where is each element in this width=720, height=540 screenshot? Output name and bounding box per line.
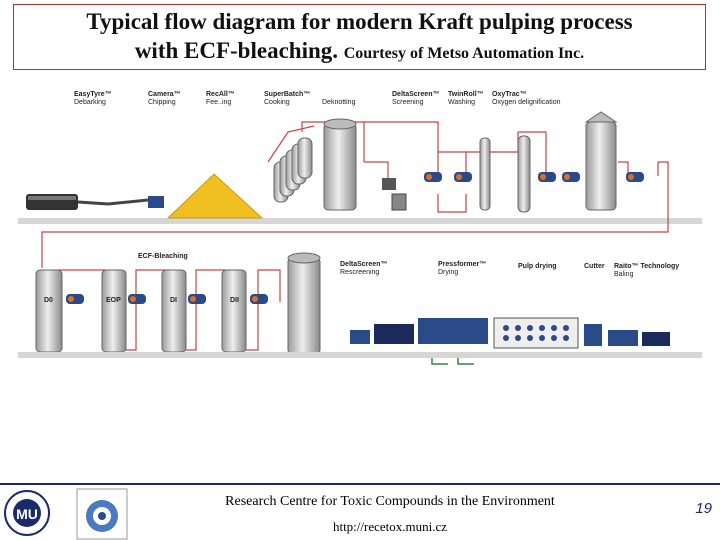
label-screening-sub: Screening	[392, 99, 424, 106]
label-cooking-name: SuperBatch™	[264, 91, 310, 98]
label-oxygen-name: OxyTrac™	[492, 91, 527, 98]
masaryk-university-logo: MU	[4, 490, 50, 536]
label-washing-sub: Washing	[448, 99, 475, 106]
svg-text:MU: MU	[16, 506, 38, 522]
batch-digesters	[273, 137, 313, 203]
top-floor	[18, 218, 702, 224]
title-main: with ECF-bleaching.	[134, 38, 338, 63]
title-line2: with ECF-bleaching. Courtesy of Metso Au…	[14, 36, 705, 69]
stage-d0: D0	[44, 297, 53, 304]
title-box: Typical flow diagram for modern Kraft pu…	[13, 4, 706, 70]
title-courtesy: Courtesy of Metso Automation Inc.	[343, 45, 585, 62]
blow-tank	[323, 118, 357, 211]
label-debarking-name: EasyTyre™	[74, 91, 112, 98]
label-pulp-drying: Pulp drying	[518, 263, 557, 270]
label-baling-name: Raito™ Technology	[614, 263, 679, 270]
page-number: 19	[695, 500, 712, 517]
bleaching-towers: D0 EOP DI DII	[35, 269, 268, 353]
debarking-drum	[26, 194, 164, 210]
recetox-logo	[76, 488, 128, 540]
stage-eop: EOP	[106, 297, 121, 304]
stage-dii: DII	[230, 297, 239, 304]
chip-pile	[166, 173, 264, 219]
washers-top	[424, 135, 580, 213]
label-baling-sub: Baling	[614, 271, 634, 278]
label-rescreen-name: DeltaScreen™	[340, 261, 387, 268]
oxygen-tower	[584, 111, 644, 211]
label-ecf-bleaching: ECF-Bleaching	[138, 253, 188, 260]
footer-divider	[0, 483, 720, 485]
label-rescreen-sub: Rescreening	[340, 269, 379, 276]
rescreening-tower	[287, 252, 321, 355]
label-deknotting-sub: Deknotting	[322, 99, 356, 106]
label-oxygen-sub: Oxygen delignification	[492, 99, 561, 106]
label-washing-name: TwinRoll™	[448, 91, 484, 98]
label-drying-name: Pressformer™	[438, 261, 486, 268]
bottom-floor	[18, 352, 702, 358]
footer-centre-name: Research Centre for Toxic Compounds in t…	[225, 494, 555, 509]
label-cutter: Cutter	[584, 263, 605, 270]
label-chipping-sub: Chipping	[148, 99, 176, 106]
kraft-flow-diagram: EasyTyre™ Debarking Camera™ Chipping Rec…	[18, 91, 702, 365]
top-labels: EasyTyre™ Debarking Camera™ Chipping Rec…	[74, 91, 561, 106]
label-screening-name: DeltaScreen™	[392, 91, 439, 98]
label-cooking-sub: Cooking	[264, 99, 290, 106]
label-debarking-sub: Debarking	[74, 99, 106, 106]
footer-url[interactable]: http://recetox.muni.cz	[332, 519, 448, 534]
stage-di: DI	[170, 297, 177, 304]
label-drying-sub: Drying	[438, 269, 458, 276]
label-feeding-name: RecAll™	[206, 91, 235, 98]
deknotter	[382, 178, 407, 211]
label-feeding-sub: Fee..ing	[206, 99, 231, 106]
title-line1: Typical flow diagram for modern Kraft pu…	[86, 9, 633, 34]
label-chipping-name: Camera™	[148, 91, 181, 98]
drying-machine	[350, 317, 670, 365]
bottom-labels: DeltaScreen™ Rescreening Pressformer™ Dr…	[340, 261, 679, 278]
